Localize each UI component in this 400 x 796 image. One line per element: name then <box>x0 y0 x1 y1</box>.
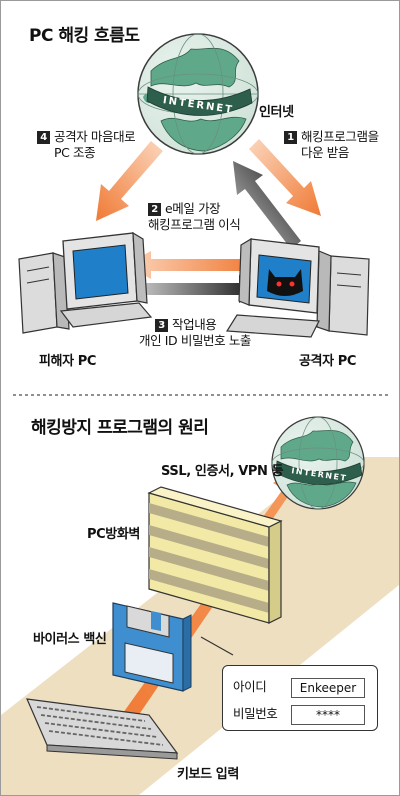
hacking-flow-diagram: INTERNET <box>13 33 389 396</box>
step3-number: 3 <box>155 319 168 332</box>
firewall-label: PC방화벽 <box>87 527 140 542</box>
password-label: 비밀번호 <box>233 706 278 721</box>
step3-line1: 작업내용 <box>172 317 217 332</box>
arrow-attacker-to-internet <box>233 161 301 249</box>
id-label: 아이디 <box>233 679 267 694</box>
attacker-pc-icon <box>225 237 370 338</box>
floppy-disk-icon <box>112 602 192 692</box>
step2-line1: e메일 가장 <box>165 201 221 216</box>
keyboard-icon <box>26 698 179 760</box>
victim-pc-icon <box>18 231 153 334</box>
step3-caption: 3 작업내용 개인 ID 비밀번호 노출 <box>139 317 251 349</box>
step1-number: 1 <box>284 131 297 144</box>
step2-caption: 2 e메일 가장 해킹프로그램 이식 <box>148 201 241 233</box>
callout-pointer <box>200 636 234 656</box>
step3-line2: 개인 ID 비밀번호 노출 <box>139 333 252 348</box>
internet-globe-icon: INTERNET <box>271 416 365 510</box>
step2-number: 2 <box>148 203 161 216</box>
arrow-step2 <box>125 251 256 279</box>
step1-caption: 1 해킹프로그램을 다운 받음 <box>284 129 379 161</box>
step1-line1: 해킹프로그램을 <box>301 129 379 144</box>
arrow-step1 <box>249 139 321 216</box>
step4-number: 4 <box>37 131 50 144</box>
protection-diagram: INTERNET <box>1 416 399 795</box>
step4-line1: 공격자 마음대로 <box>54 129 136 144</box>
step4-line2: PC 조종 <box>54 145 96 160</box>
victim-pc-label: 피해자 PC <box>39 354 97 369</box>
step1-line2: 다운 받음 <box>301 145 349 160</box>
step4-caption: 4 공격자 마음대로 PC 조종 <box>37 129 136 161</box>
id-field[interactable]: Enkeeper <box>291 678 365 698</box>
login-form-callout: 아이디 Enkeeper 비밀번호 **** <box>222 665 378 731</box>
section1-title: PC 해킹 흐름도 <box>29 26 140 46</box>
ssl-label: SSL, 인증서, VPN 등 <box>161 464 284 479</box>
firewall-icon <box>147 486 283 624</box>
section2-title: 해킹방지 프로그램의 원리 <box>31 418 209 438</box>
step2-line2: 해킹프로그램 이식 <box>148 217 241 232</box>
internet-label: 인터넷 <box>259 105 294 120</box>
keyboard-input-label: 키보드 입력 <box>177 767 239 782</box>
password-field[interactable]: **** <box>291 705 365 725</box>
arrow-step3 <box>131 275 263 303</box>
internet-globe-icon: INTERNET <box>137 33 259 155</box>
arrow-step4 <box>96 141 163 221</box>
antivirus-label: 바이러스 백신 <box>33 632 107 647</box>
attacker-pc-label: 공격자 PC <box>299 354 357 369</box>
